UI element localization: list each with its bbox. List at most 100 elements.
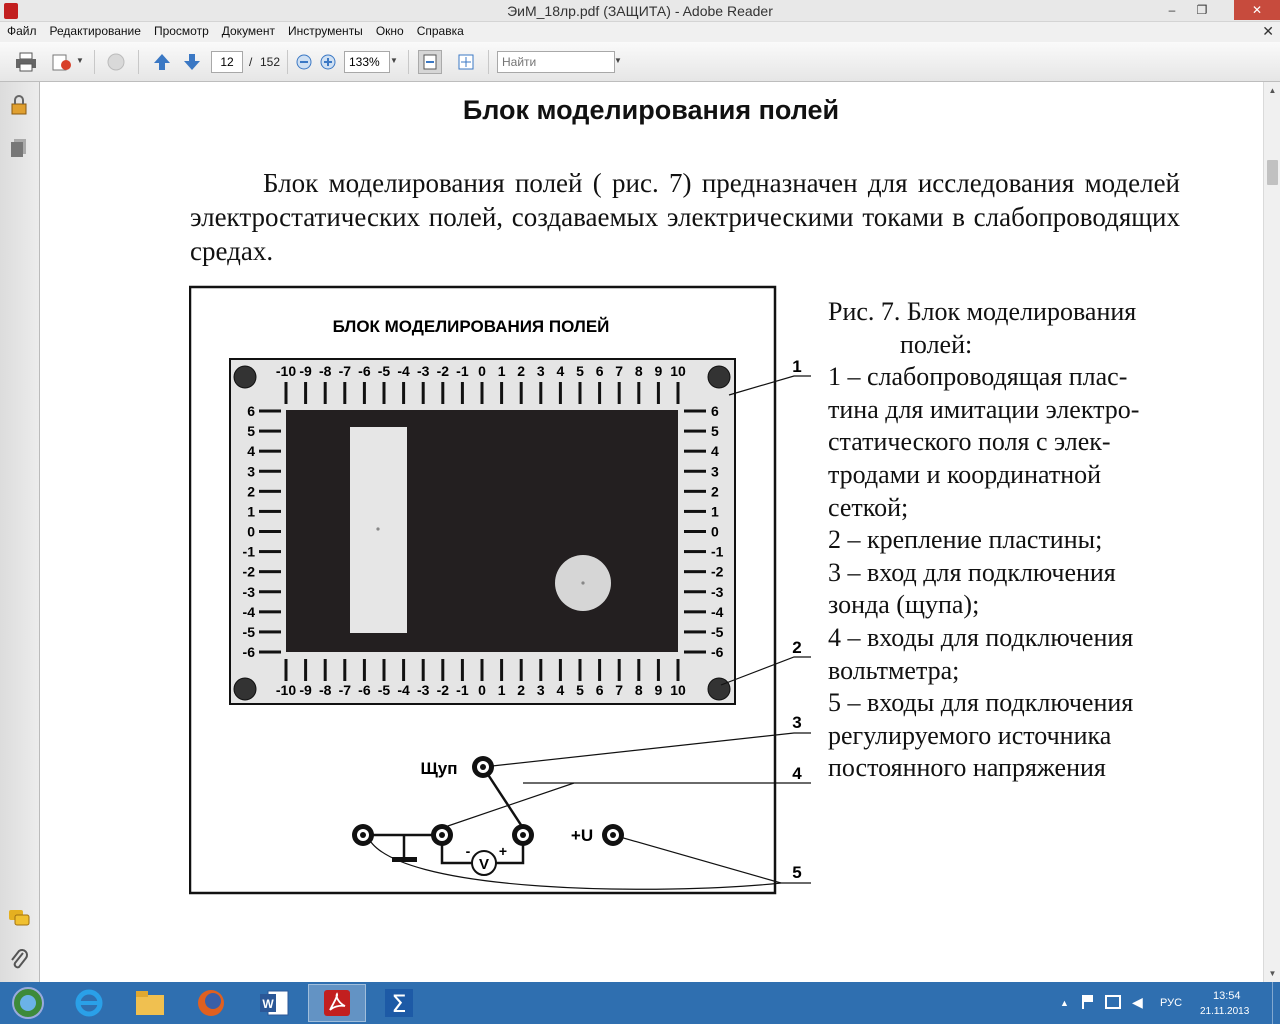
caption-line: тродами и координатной bbox=[828, 459, 1102, 489]
x-tick-top bbox=[421, 382, 425, 404]
x-tick-label-bottom: -7 bbox=[339, 682, 352, 698]
plate-mount-screw bbox=[233, 677, 257, 701]
lock-icon[interactable] bbox=[8, 94, 30, 116]
sign-icon[interactable] bbox=[104, 50, 128, 74]
start-button[interactable] bbox=[0, 984, 56, 1022]
network-icon[interactable] bbox=[1105, 995, 1121, 1009]
maximize-button[interactable]: ❐ bbox=[1196, 3, 1208, 17]
plus-u-label: +U bbox=[571, 826, 593, 845]
x-tick-bottom bbox=[441, 659, 445, 681]
vertical-scrollbar[interactable]: ▲ ▼ bbox=[1263, 82, 1280, 982]
word-icon[interactable]: W bbox=[245, 984, 303, 1022]
caption-line: зонда (щупа); bbox=[828, 590, 980, 620]
x-tick-top bbox=[480, 382, 484, 404]
flag-icon[interactable] bbox=[1082, 995, 1094, 1009]
y-tick-right bbox=[684, 530, 706, 533]
mathcad-icon[interactable]: Σ bbox=[370, 984, 428, 1022]
attachments-icon[interactable] bbox=[8, 948, 30, 970]
page-title: Блок моделирования полей bbox=[462, 95, 840, 125]
page-number-input[interactable] bbox=[211, 51, 243, 73]
x-tick-label-top: 2 bbox=[517, 363, 525, 379]
internet-explorer-icon[interactable] bbox=[60, 984, 118, 1022]
comments-icon[interactable] bbox=[8, 907, 30, 929]
menu-document[interactable]: Документ bbox=[221, 24, 275, 38]
share-dropdown-icon[interactable]: ▼ bbox=[76, 56, 84, 65]
x-tick-label-top: 8 bbox=[635, 363, 643, 379]
print-icon[interactable] bbox=[14, 50, 38, 74]
menu-window[interactable]: Окно bbox=[375, 24, 404, 38]
y-tick-right bbox=[684, 449, 706, 453]
voltmeter-symbol bbox=[471, 850, 497, 876]
x-tick-label-top: 5 bbox=[576, 363, 584, 379]
plate-work-area bbox=[286, 410, 678, 652]
x-tick-bottom bbox=[617, 659, 621, 681]
input-language[interactable]: РУС bbox=[1160, 997, 1183, 1009]
scroll-up-icon[interactable]: ▲ bbox=[1268, 86, 1277, 95]
callout-line-5b bbox=[612, 834, 782, 884]
caption-line: 1 – слабопроводящая плас- bbox=[828, 362, 1128, 392]
title-bar: ЭиМ_18лр.pdf (ЗАЩИТА) - Adobe Reader ‒ ❐… bbox=[0, 0, 1280, 22]
menu-file[interactable]: Файл bbox=[7, 24, 37, 38]
voltmeter-plus: + bbox=[499, 843, 507, 859]
x-tick-bottom bbox=[519, 659, 523, 681]
y-tick-label-left: -6 bbox=[243, 644, 256, 660]
x-tick-bottom bbox=[284, 659, 288, 681]
x-tick-bottom bbox=[539, 659, 543, 681]
y-tick-left bbox=[259, 469, 281, 473]
callout-2: 2 bbox=[792, 638, 801, 657]
y-tick-right bbox=[684, 409, 706, 413]
zoom-input[interactable] bbox=[344, 51, 390, 73]
previous-page-icon[interactable] bbox=[150, 50, 174, 74]
menu-tools[interactable]: Инструменты bbox=[287, 24, 363, 38]
menu-help[interactable]: Справка bbox=[416, 24, 464, 38]
clock-time[interactable]: 13:54 bbox=[1213, 990, 1241, 1002]
close-document-button[interactable]: ✕ bbox=[1262, 23, 1274, 39]
close-window-button[interactable]: ✕ bbox=[1234, 0, 1280, 20]
callout-line-1 bbox=[728, 375, 811, 396]
next-page-icon[interactable] bbox=[180, 50, 204, 74]
probe-label: Щуп bbox=[420, 759, 457, 778]
x-tick-bottom bbox=[382, 659, 386, 681]
volume-icon[interactable]: ◀ bbox=[1132, 994, 1143, 1010]
fit-width-icon[interactable] bbox=[418, 50, 442, 74]
x-tick-bottom bbox=[598, 659, 602, 681]
zoom-out-icon[interactable] bbox=[292, 50, 316, 74]
zoom-dropdown-icon[interactable]: ▼ bbox=[390, 56, 398, 65]
search-dropdown-icon[interactable]: ▼ bbox=[614, 56, 622, 65]
x-tick-bottom bbox=[637, 659, 641, 681]
menu-edit[interactable]: Редактирование bbox=[49, 24, 141, 38]
y-tick-label-left: 1 bbox=[247, 503, 255, 519]
x-tick-top bbox=[637, 382, 641, 404]
show-desktop-button[interactable] bbox=[1272, 982, 1280, 1024]
clock-date[interactable]: 21.11.2013 bbox=[1200, 1006, 1250, 1017]
search-input[interactable] bbox=[497, 51, 615, 73]
plate-mount-screw bbox=[707, 365, 731, 389]
fit-page-icon[interactable] bbox=[454, 50, 478, 74]
menu-view[interactable]: Просмотр bbox=[153, 24, 209, 38]
file-explorer-icon[interactable] bbox=[121, 984, 179, 1022]
adobe-reader-task-icon[interactable] bbox=[308, 984, 366, 1022]
x-tick-label-bottom: -1 bbox=[456, 682, 469, 698]
pages-icon[interactable] bbox=[8, 137, 30, 159]
x-tick-top bbox=[558, 382, 562, 404]
x-tick-label-bottom: -4 bbox=[397, 682, 410, 698]
x-tick-label-bottom: 5 bbox=[576, 682, 584, 698]
scroll-down-icon[interactable]: ▼ bbox=[1268, 969, 1277, 978]
tray-chevron-icon[interactable]: ▲ bbox=[1060, 998, 1069, 1008]
minimize-button[interactable]: ‒ bbox=[1168, 3, 1176, 17]
scroll-thumb[interactable] bbox=[1267, 160, 1278, 185]
y-tick-label-right: -6 bbox=[711, 644, 724, 660]
caption-line: регулируемого источника bbox=[828, 720, 1112, 750]
zoom-in-icon[interactable] bbox=[316, 50, 340, 74]
share-icon[interactable] bbox=[50, 50, 74, 74]
firefox-icon[interactable] bbox=[182, 984, 240, 1022]
y-tick-label-left: -3 bbox=[243, 584, 256, 600]
x-tick-label-bottom: -5 bbox=[378, 682, 391, 698]
terminal-voltmeter-minus bbox=[431, 824, 453, 846]
terminal-voltmeter-plus bbox=[512, 824, 534, 846]
x-tick-top bbox=[362, 382, 366, 404]
x-tick-label-top: -5 bbox=[378, 363, 391, 379]
caption-line: полей: bbox=[900, 329, 973, 359]
x-tick-label-top: 9 bbox=[655, 363, 663, 379]
x-tick-bottom bbox=[343, 659, 347, 681]
